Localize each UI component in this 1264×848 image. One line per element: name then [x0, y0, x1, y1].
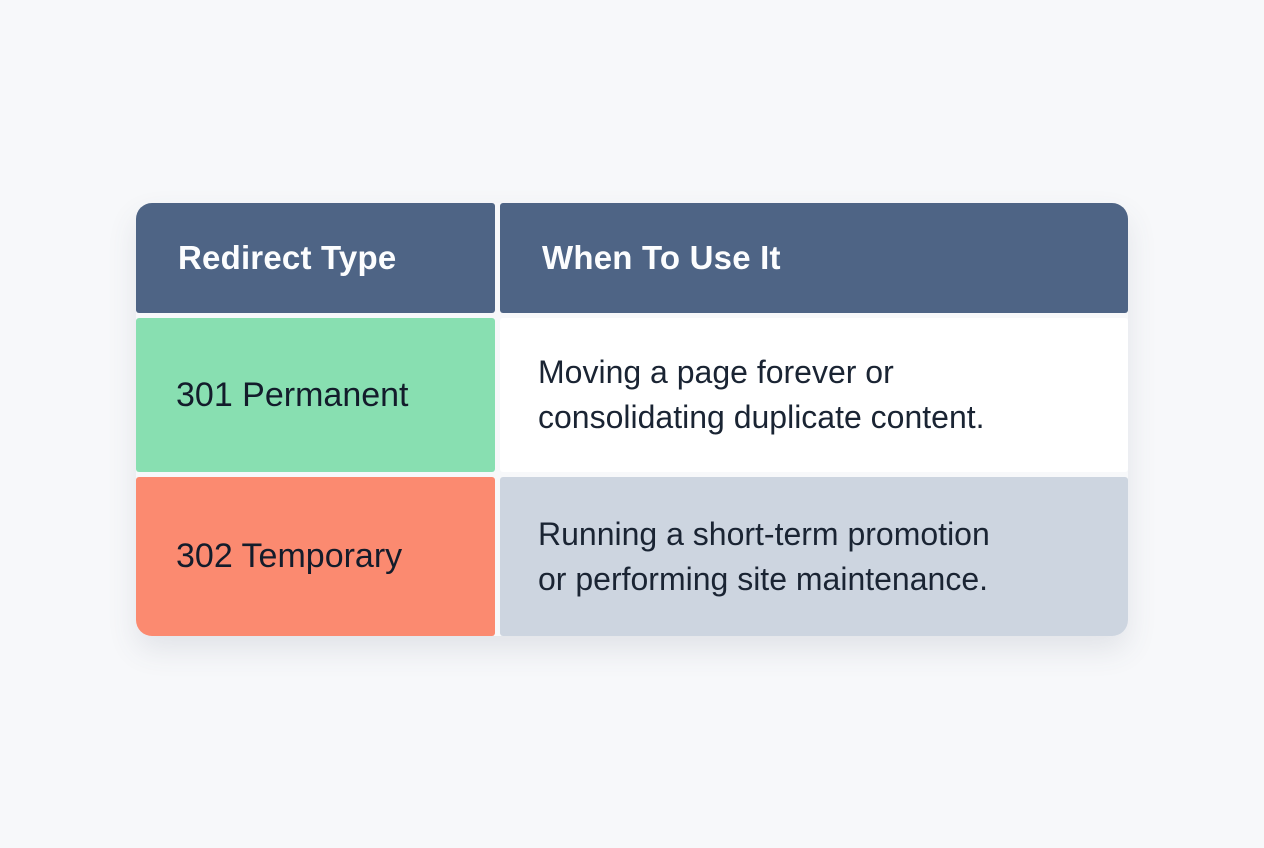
- redirect-302-label: 302 Temporary: [176, 537, 403, 575]
- redirect-302-description-line-1: Running a short-term promotion: [538, 515, 990, 552]
- table-row-301-type-cell: 301 Permanent: [136, 318, 495, 472]
- redirect-301-description-line-2: consolidating duplicate content.: [538, 399, 985, 435]
- header-cell-redirect-type: Redirect Type: [136, 203, 495, 313]
- table-row-302-when-cell: Running a short-term promotion or perfor…: [500, 477, 1128, 636]
- redirect-301-description-line-1: Moving a page forever or: [538, 354, 894, 390]
- redirect-301-label: 301 Permanent: [176, 375, 409, 414]
- header-when-to-use-label: When To Use It: [542, 239, 781, 276]
- redirect-302-description-line-2: or performing site maintenance.: [538, 560, 988, 597]
- header-redirect-type-label: Redirect Type: [178, 239, 397, 276]
- table-row-301-when-cell: Moving a page forever or consolidating d…: [500, 318, 1128, 472]
- table-row-302-type-cell: 302 Temporary: [136, 477, 495, 636]
- header-cell-when-to-use: When To Use It: [500, 203, 1128, 313]
- redirect-comparison-table: Redirect Type When To Use It 301 Permane…: [136, 203, 1128, 636]
